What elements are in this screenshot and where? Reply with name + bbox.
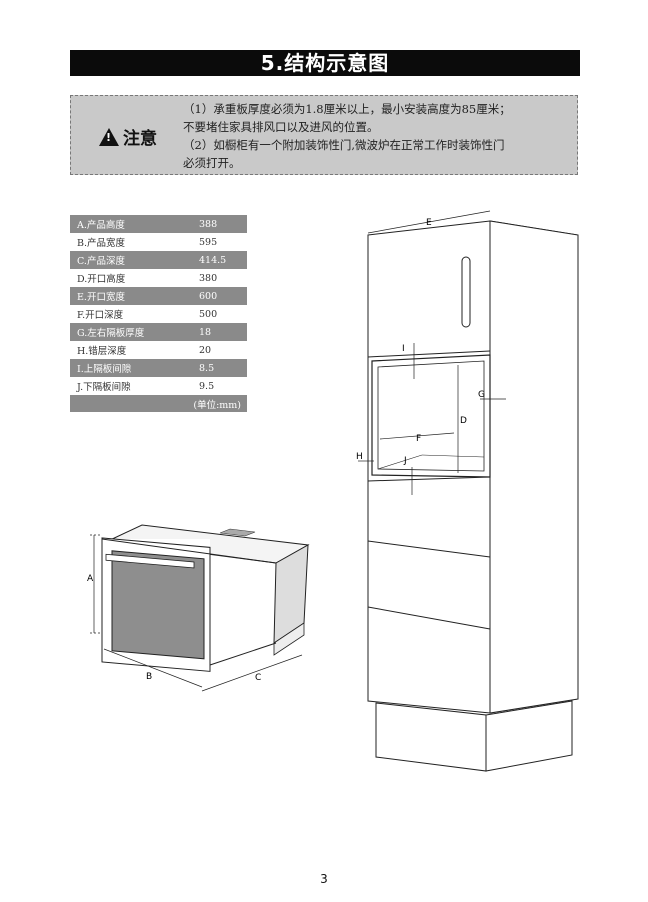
page-number: 3 [320,872,328,886]
notice-line-3: （2）如橱柜有一个附加装饰性门,微波炉在正常工作时装饰性门 [183,138,505,152]
notice-label-text: 注意 [123,129,157,149]
dim-label-f: F [416,434,421,444]
spec-label: C.产品深度 [70,251,199,269]
unit-row: (单位:mm) [70,395,247,412]
spec-label: J.下隔板间隙 [70,377,199,395]
spec-label: H.错层深度 [70,341,199,359]
notice-line-4: 必须打开。 [183,156,241,170]
spec-value: 388 [199,215,247,233]
spec-value: 18 [199,323,247,341]
dim-label-d: D [460,416,467,426]
spec-value: 595 [199,233,247,251]
dim-label-b: B [146,672,152,682]
dim-label-g: G [478,390,485,400]
spec-value: 8.5 [199,359,247,377]
section-title-bar: 5.结构示意图 [70,50,580,76]
spec-value: 600 [199,287,247,305]
spec-label: B.产品宽度 [70,233,199,251]
notice-label: 注意 [99,124,157,149]
spec-value: 414.5 [199,251,247,269]
dim-label-a: A [87,574,94,584]
notice-line-1: （1）承重板厚度必须为1.8厘米以上，最小安装高度为85厘米； [183,102,511,116]
unit-label: (单位:mm) [70,395,247,412]
notice-text: （1）承重板厚度必须为1.8厘米以上，最小安装高度为85厘米； 不要堵住家具排风… [183,100,573,172]
spec-label: G.左右隔板厚度 [70,323,199,341]
spec-value: 20 [199,341,247,359]
oven-diagram: A B C [87,524,310,692]
dim-label-i: I [402,344,405,354]
spec-value: 380 [199,269,247,287]
spec-label: I.上隔板间隙 [70,359,199,377]
warning-icon [99,128,119,146]
notice-line-2: 不要堵住家具排风口以及进风的位置。 [183,120,379,134]
cabinet-diagram: E I D G F H J [356,210,579,772]
notice-box: 注意 （1）承重板厚度必须为1.8厘米以上，最小安装高度为85厘米； 不要堵住家… [70,95,578,175]
spec-label: A.产品高度 [70,215,199,233]
spec-label: E.开口宽度 [70,287,199,305]
spec-value: 9.5 [199,377,247,395]
dim-label-j: J [403,456,407,466]
section-title: 5.结构示意图 [260,51,390,75]
dim-label-e: E [426,218,432,228]
spec-label: D.开口高度 [70,269,199,287]
spec-label: F.开口深度 [70,305,199,323]
dim-label-c: C [255,673,261,683]
spec-value: 500 [199,305,247,323]
dim-label-h: H [356,452,363,462]
